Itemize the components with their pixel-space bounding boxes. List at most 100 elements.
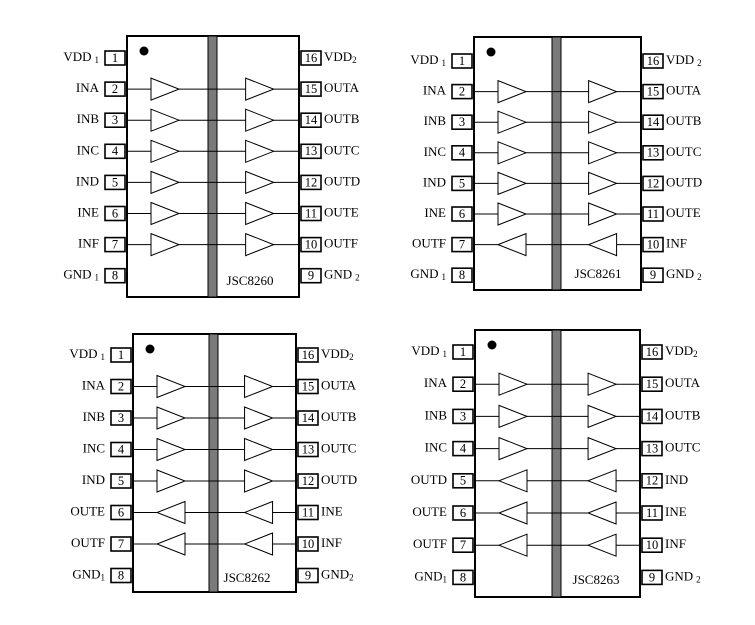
pin-number: 14 (302, 411, 315, 425)
pin-box (642, 267, 664, 284)
pin-label: INE (77, 204, 99, 219)
pin-number: 10 (646, 538, 659, 552)
channel-e (133, 500, 296, 525)
pin-number: 14 (646, 409, 659, 423)
pin-number: 1 (460, 345, 466, 359)
pin-label: GND2 (321, 566, 354, 582)
pin-label-base: GND (72, 566, 100, 581)
pin-label-base: INF (78, 236, 99, 251)
pin-label: INA (424, 375, 448, 390)
pin-number: 15 (305, 82, 318, 96)
pin-label-subscript: 1 (95, 273, 100, 283)
pin-number: 1 (118, 348, 124, 362)
part-number-label: JSC8262 (224, 570, 271, 585)
buffer-triangle-icon (156, 437, 187, 462)
pin-label: INF (321, 535, 342, 550)
pin-number: 3 (112, 113, 118, 127)
pin-label-subscript: 1 (443, 349, 448, 359)
pin-number: 5 (112, 175, 118, 189)
buffer-triangle-icon (245, 139, 276, 164)
pin-label: OUTD (666, 174, 702, 189)
pin-number: 3 (118, 411, 124, 425)
buffer-triangle-icon (588, 171, 618, 196)
pin-label: INE (321, 503, 343, 518)
pin-label-base: OUTE (324, 204, 359, 219)
pin-number: 2 (460, 377, 466, 391)
buffer-triangle-icon (155, 532, 186, 556)
pin-label-base: IND (82, 472, 105, 487)
pin-box (452, 440, 474, 457)
pin-11: 11 INE (297, 503, 343, 521)
pin-number: 12 (302, 474, 315, 488)
pin-number: 8 (112, 269, 118, 283)
pin-box (451, 83, 473, 100)
pin-number: 11 (302, 505, 314, 519)
buffer-triangle-icon (587, 232, 618, 257)
pin-box (297, 441, 319, 458)
buffer-triangle-icon (245, 201, 276, 226)
pin-box (110, 441, 132, 458)
pin-box (104, 81, 126, 97)
buffer-triangle-icon (243, 532, 274, 556)
pin-box (297, 536, 319, 552)
pin-number: 16 (305, 51, 318, 65)
channel-e (127, 201, 299, 226)
pin-label-base: OUTC (666, 144, 701, 159)
pin-box (104, 205, 126, 222)
channel-a (475, 372, 640, 396)
pin-box (641, 440, 663, 457)
pin-label: GND1 (72, 566, 105, 582)
pin-box (451, 236, 473, 253)
pin-label: INF (665, 536, 686, 551)
pin-box (641, 472, 663, 489)
pin-label-base: INA (76, 80, 100, 95)
pin-label-base: GND (414, 568, 442, 583)
pin-number: 16 (647, 54, 660, 68)
pin-label-base: INC (425, 440, 447, 455)
pin-label-base: OUTA (665, 375, 701, 390)
pin-number: 1 (112, 51, 118, 65)
pin-label: INB (424, 113, 447, 128)
pin-label-base: IND (665, 472, 688, 487)
buffer-triangle-icon (150, 139, 181, 164)
pin-box (452, 408, 474, 425)
pin1-marker-dot-icon (145, 344, 155, 354)
pin-12: 12 OUTD (297, 472, 357, 489)
pin-number: 5 (459, 176, 465, 190)
channel-b (475, 404, 640, 429)
pin-box (300, 267, 322, 284)
pin-box (641, 376, 663, 393)
pin-label-base: VDD (410, 52, 438, 67)
pin-box (110, 378, 132, 395)
pin-box (452, 376, 474, 393)
pin-number: 3 (460, 409, 466, 423)
buffer-triangle-icon (244, 469, 274, 493)
pin-number: 10 (647, 237, 660, 251)
pin-label-base: OUTF (413, 536, 447, 551)
pin-label: OUTA (324, 80, 360, 95)
pin-label-base: OUTD (321, 472, 357, 487)
pin-box (300, 50, 322, 66)
pin-label-base: OUTA (324, 80, 360, 95)
channel-a (127, 77, 299, 101)
pin-number: 5 (460, 474, 466, 488)
pin-label: INC (77, 142, 99, 157)
channel-f (133, 532, 296, 556)
pin-box (642, 175, 664, 192)
part-number-label: JSC8260 (227, 273, 274, 288)
pin-number: 6 (459, 207, 465, 221)
buffer-triangle-icon (244, 437, 274, 462)
pin-label-subscript: 1 (95, 55, 100, 65)
pin-box (451, 53, 473, 69)
channel-a (133, 374, 296, 399)
